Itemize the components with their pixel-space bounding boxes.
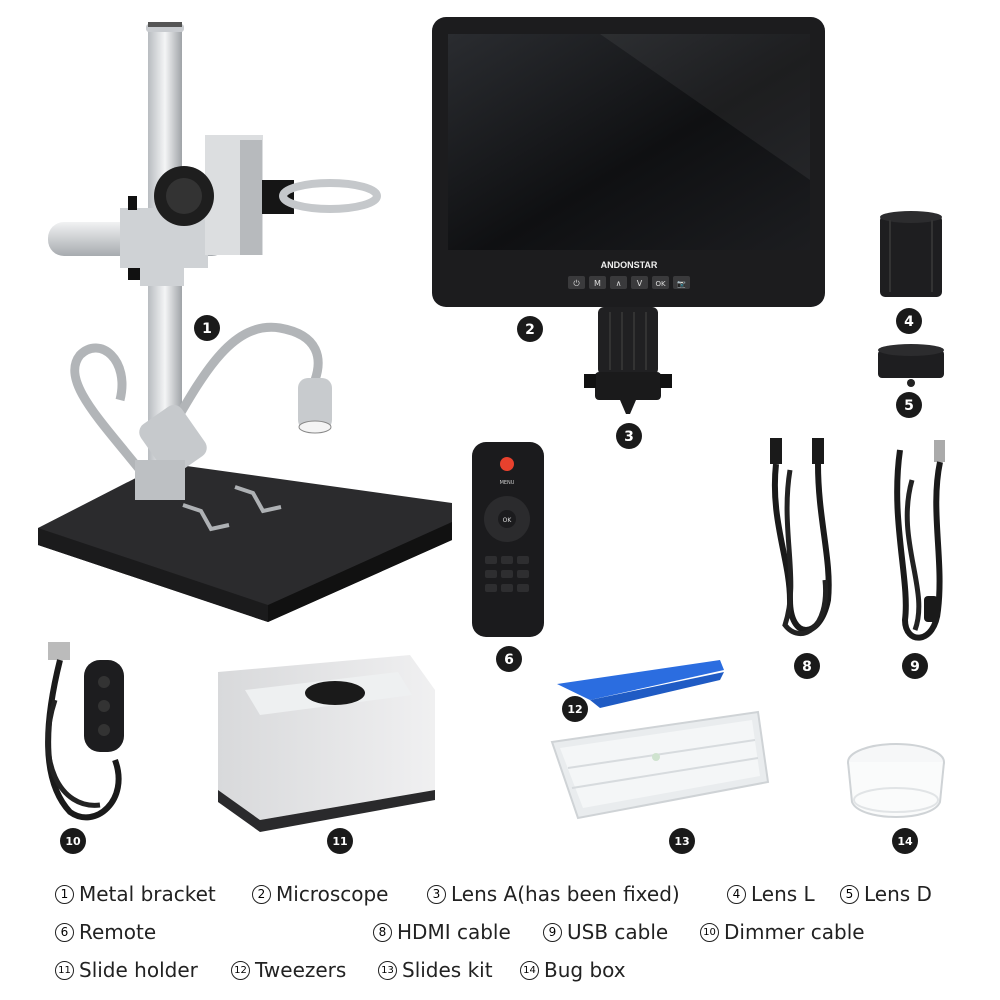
svg-text:6: 6: [504, 652, 514, 668]
svg-text:⏻: ⏻: [573, 279, 580, 288]
svg-text:2: 2: [525, 322, 535, 338]
badge-13: 13: [669, 828, 695, 854]
svg-text:OK: OK: [503, 517, 513, 524]
svg-text:8: 8: [802, 659, 812, 675]
svg-text:OK: OK: [655, 280, 666, 288]
badge-10: 10: [60, 828, 86, 854]
tweezers: [557, 660, 724, 708]
up-button[interactable]: [610, 276, 627, 289]
hdmi-cable: [770, 438, 832, 637]
svg-text:1: 1: [202, 321, 212, 337]
badge-6: 6: [496, 646, 522, 672]
slide-holder: [218, 655, 435, 832]
svg-text:MENU: MENU: [500, 480, 515, 486]
screen-button-row: ⏻ M ∧ V OK 📷: [568, 276, 690, 289]
badge-4: 4: [896, 308, 922, 334]
svg-text:10: 10: [65, 835, 81, 848]
svg-text:12: 12: [567, 703, 582, 716]
svg-text:14: 14: [897, 835, 913, 848]
svg-text:V: V: [637, 279, 643, 288]
badge-8: 8: [794, 653, 820, 679]
badge-14: 14: [892, 828, 918, 854]
svg-text:13: 13: [674, 835, 689, 848]
svg-text:📷: 📷: [677, 280, 686, 288]
badge-3: 3: [616, 423, 642, 449]
lens-l: [880, 211, 942, 297]
svg-text:M: M: [594, 279, 601, 288]
capture-button[interactable]: [673, 276, 690, 289]
menu-button[interactable]: [589, 276, 606, 289]
badge-5: 5: [896, 392, 922, 418]
svg-text:9: 9: [910, 659, 920, 675]
usb-cable: [894, 440, 945, 641]
svg-text:11: 11: [332, 835, 347, 848]
power-button[interactable]: [568, 276, 585, 289]
badge-1: 1: [194, 315, 220, 341]
svg-text:4: 4: [904, 314, 914, 330]
down-button[interactable]: [631, 276, 648, 289]
bug-box: [847, 743, 945, 818]
dimmer-cable: [45, 642, 124, 821]
badge-2: 2: [517, 316, 543, 342]
lens-d: [878, 344, 944, 387]
svg-text:∧: ∧: [616, 279, 622, 288]
remote-control: MENU OK: [472, 442, 544, 637]
badge-12: 12: [562, 696, 588, 722]
metal-bracket: [38, 22, 452, 622]
badge-9: 9: [902, 653, 928, 679]
badge-11: 11: [327, 828, 353, 854]
svg-text:3: 3: [624, 429, 634, 445]
slides-kit: [550, 710, 770, 820]
microscope-monitor: ANDONSTAR ⏻ M ∧ V OK 📷: [432, 17, 825, 414]
svg-text:5: 5: [904, 398, 914, 414]
ok-button[interactable]: [652, 276, 669, 289]
brand-label: ANDONSTAR: [601, 260, 658, 270]
